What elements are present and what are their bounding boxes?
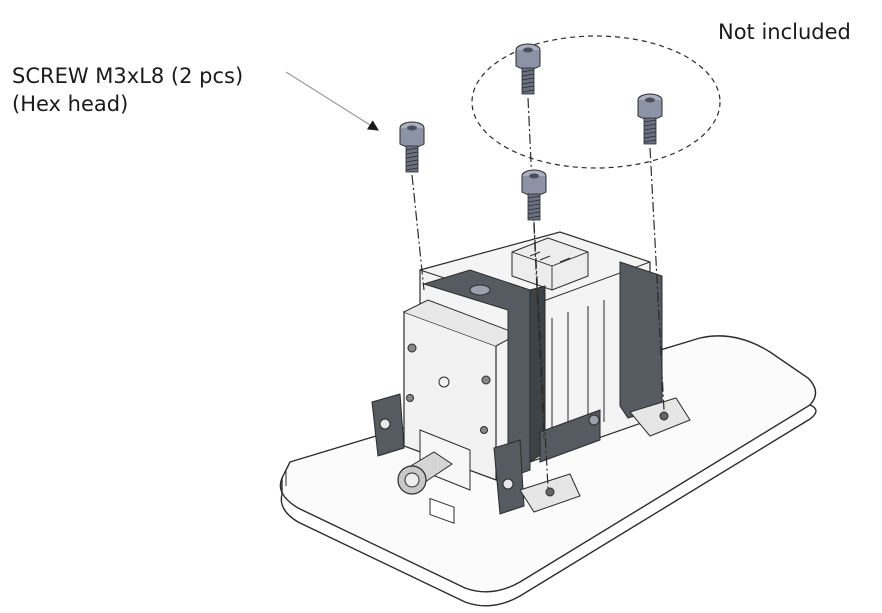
base-plate	[279, 335, 817, 607]
screw-not-included-top	[515, 43, 541, 95]
not-included-outline	[471, 35, 721, 169]
screw-not-included-right	[637, 93, 663, 145]
screw-included-center	[521, 169, 547, 221]
screw-head-type-text: (Hex head)	[12, 92, 129, 116]
screw-included-left	[399, 121, 425, 173]
mounting-brackets	[371, 261, 691, 515]
screw-spec-text: SCREW M3xL8 (2 pcs)	[12, 64, 244, 88]
callout-arrow	[285, 71, 379, 131]
screw-callout-label: SCREW M3xL8 (2 pcs) (Hex head)	[12, 62, 243, 118]
screw-guide-lines	[411, 97, 665, 489]
not-included-label: Not included	[718, 20, 851, 44]
